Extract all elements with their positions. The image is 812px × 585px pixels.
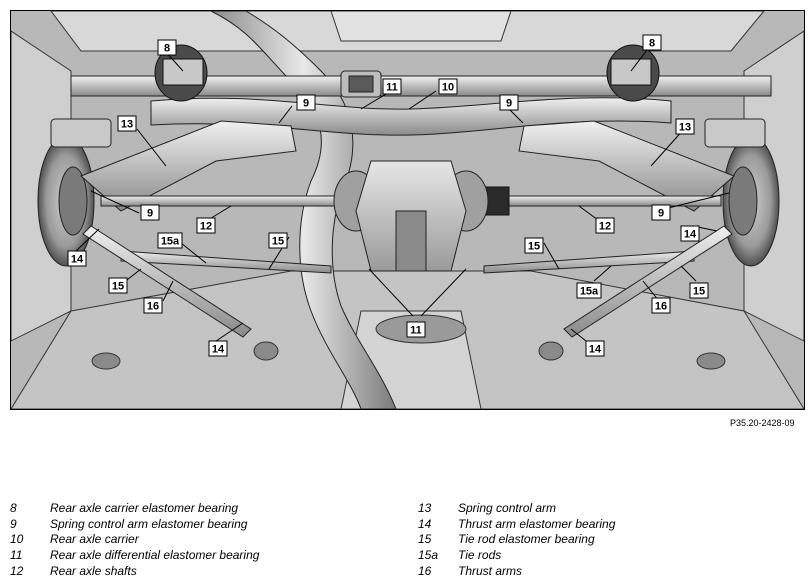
callout-label: 9 <box>651 204 671 221</box>
callout-label: 16 <box>143 297 163 314</box>
legend-number: 13 <box>418 501 432 515</box>
svg-text:8: 8 <box>649 38 655 50</box>
callout-label: 10 <box>438 78 458 95</box>
svg-text:15: 15 <box>693 286 705 298</box>
svg-text:9: 9 <box>147 208 153 220</box>
callout-labels: 8 8 9 9 9 9 10 11 11 12 12 13 13 14 14 14 14 15 15 15 15 15a 1… <box>67 34 709 357</box>
legend-row: 9 Spring control arm elastomer bearing <box>10 517 390 533</box>
svg-text:12: 12 <box>200 221 212 233</box>
carrier-mount-left <box>154 44 208 102</box>
legend-number: 14 <box>418 516 432 531</box>
callout-label: 12 <box>595 217 615 234</box>
legend-number: 10 <box>10 532 24 547</box>
callout-label: 8 <box>157 39 177 56</box>
axle-illustration: 8 8 9 9 9 9 10 11 11 12 12 13 13 14 14 14 14 15 15 15 15 15a 1… <box>10 10 805 410</box>
svg-text:9: 9 <box>303 98 309 110</box>
svg-text:15a: 15a <box>580 286 599 298</box>
legend-row: 15a Tie rods <box>418 548 798 564</box>
svg-text:15a: 15a <box>161 236 180 248</box>
svg-text:11: 11 <box>410 325 422 337</box>
legend-number: 9 <box>10 516 17 531</box>
spring-control-arm-right <box>518 120 735 212</box>
svg-text:15: 15 <box>528 241 540 253</box>
legend-row: 12 Rear axle shafts <box>10 564 390 580</box>
rear-axle-shaft-left <box>100 195 352 207</box>
callout-label: 16 <box>651 297 671 314</box>
legend-description: Thrust arm elastomer bearing <box>458 516 616 531</box>
legend-number: 15 <box>418 532 432 547</box>
legend-number: 8 <box>10 501 17 515</box>
carrier-mount-right <box>606 44 660 102</box>
svg-text:14: 14 <box>212 344 225 356</box>
callout-label: 9 <box>140 204 160 221</box>
legend-right: 13 Spring control arm 14 Thrust arm elastom… <box>418 501 798 579</box>
callout-label: 14 <box>67 250 87 267</box>
legend-description: Tie rods <box>458 548 502 563</box>
callout-label: 11 <box>406 321 426 338</box>
legend-row: 11 Rear axle differential elastomer beari… <box>10 548 390 564</box>
callout-label: 12 <box>196 217 216 234</box>
legend-description: Spring control arm <box>458 501 557 515</box>
callout-label: 13 <box>117 115 137 132</box>
legend-description: Rear axle carrier <box>50 532 139 547</box>
legend-description: Thrust arms <box>458 563 523 578</box>
svg-text:12: 12 <box>599 221 611 233</box>
callout-label: 8 <box>642 34 662 51</box>
callout-label: 15 <box>268 232 288 249</box>
legend-description: Tie rod elastomer bearing <box>458 532 595 547</box>
svg-text:14: 14 <box>684 229 697 241</box>
callout-label: 14 <box>585 340 605 357</box>
legend-number: 12 <box>10 563 24 578</box>
legend-left: 8 Rear axle carrier elastomer bearing 9 Spr… <box>10 501 390 579</box>
svg-text:16: 16 <box>655 301 667 313</box>
svg-text:14: 14 <box>71 254 84 266</box>
callout-label: 13 <box>675 118 695 135</box>
legend-description: Spring control arm elastomer bearing <box>50 516 248 531</box>
legend-description: Rear axle carrier elastomer bearing <box>50 501 239 515</box>
svg-text:15: 15 <box>272 236 284 248</box>
callout-label: 15 <box>689 282 709 299</box>
callout-label: 15a <box>576 282 602 299</box>
legend-description: Rear axle differential elastomer bearing <box>50 548 260 563</box>
thrust-arm-left <box>82 225 252 338</box>
callout-label: 15 <box>524 237 544 254</box>
svg-text:14: 14 <box>589 344 602 356</box>
svg-text:13: 13 <box>679 122 691 134</box>
legend-number: 11 <box>10 548 23 563</box>
legend-number: 16 <box>418 563 432 578</box>
callout-label: 9 <box>499 94 519 111</box>
legend-row: 14 Thrust arm elastomer bearing <box>418 517 798 533</box>
legend-row: 15 Tie rod elastomer bearing <box>418 532 798 548</box>
spring-control-arm-left <box>80 120 297 212</box>
legend-number: 15a <box>418 548 439 563</box>
callout-label: 15 <box>108 277 128 294</box>
svg-text:15: 15 <box>112 281 124 293</box>
svg-text:11: 11 <box>386 82 398 94</box>
callout-label: 9 <box>296 94 316 111</box>
thrust-arm-right <box>563 225 733 338</box>
svg-text:8: 8 <box>164 43 170 55</box>
legend-row: 13 Spring control arm <box>418 501 798 517</box>
figure-code: P35.20-2428-09 <box>730 418 795 428</box>
callout-label: 14 <box>208 340 228 357</box>
brake-disc-left <box>37 118 112 267</box>
legend-description: Rear axle shafts <box>50 563 137 578</box>
svg-text:13: 13 <box>121 119 133 131</box>
svg-text:10: 10 <box>442 82 454 94</box>
svg-text:9: 9 <box>506 98 512 110</box>
legend-row: 16 Thrust arms <box>418 564 798 580</box>
brake-disc-right <box>704 118 780 267</box>
callout-label: 14 <box>680 225 700 242</box>
callout-label: 11 <box>382 78 402 95</box>
callout-label: 15a <box>157 232 183 249</box>
legend-row: 8 Rear axle carrier elastomer bearing <box>10 501 390 517</box>
legend-row: 10 Rear axle carrier <box>10 532 390 548</box>
rear-axle-differential <box>333 160 489 272</box>
svg-text:9: 9 <box>658 208 664 220</box>
svg-text:16: 16 <box>147 301 159 313</box>
